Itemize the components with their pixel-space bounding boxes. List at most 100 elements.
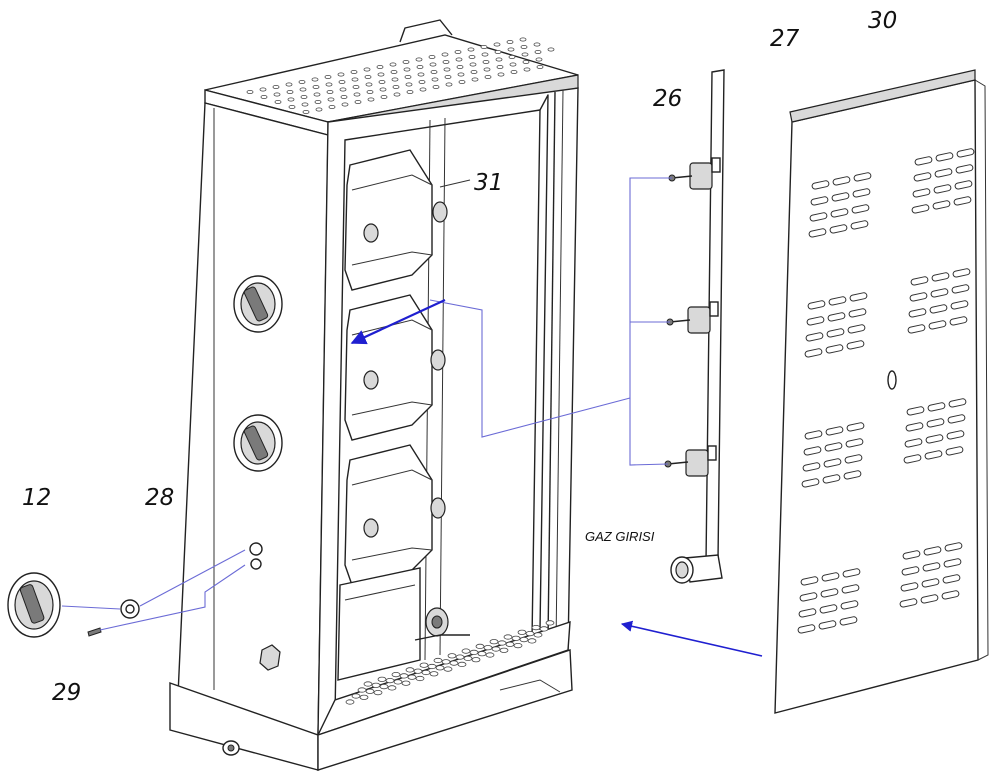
vent-slot (909, 292, 928, 302)
lid-hole (337, 72, 345, 77)
lid-hole (274, 100, 282, 105)
lid-hole (443, 67, 451, 72)
lid-hole (300, 95, 308, 100)
tray-hole (407, 674, 417, 680)
vent-slot (802, 462, 821, 472)
tray-hole (513, 642, 523, 649)
vent-slot (923, 546, 942, 556)
vent-slot (847, 324, 866, 334)
vent-slot (810, 196, 829, 206)
burner-bottom (344, 444, 446, 586)
lid-hole (389, 62, 397, 67)
lid-hole (419, 87, 427, 92)
callout-28: 28 (145, 485, 174, 511)
callout-26: 26 (653, 86, 682, 112)
lid-hole (416, 65, 424, 70)
tray-hole (427, 663, 437, 670)
lid-hole (432, 85, 440, 90)
tray-hole (359, 694, 369, 700)
tray-hole (477, 651, 487, 657)
lid-hole (273, 92, 281, 97)
tray-hole (371, 682, 381, 688)
tray-hole (545, 620, 555, 626)
tray-hole (345, 699, 355, 705)
vent-slot (934, 168, 953, 178)
lid-hole (286, 90, 294, 95)
tray-hole (503, 634, 513, 640)
lid-hole (429, 62, 437, 67)
tray-hole (505, 641, 515, 647)
tray-hole (357, 687, 367, 693)
lid-hole (519, 37, 527, 42)
tray-hole (373, 689, 383, 696)
vent-slot (929, 304, 948, 314)
lid-hole (454, 50, 462, 55)
tray-hole (405, 667, 415, 673)
lid-hole (415, 57, 423, 62)
vent-slot (928, 320, 947, 330)
lid-hole (469, 62, 477, 67)
vent-slot (952, 268, 971, 278)
lid-hole (430, 70, 438, 75)
vent-slot (950, 300, 969, 310)
vent-slot (819, 604, 838, 614)
tray-hole (471, 657, 481, 663)
tray-hole (379, 683, 389, 690)
lid-hole (483, 67, 491, 72)
vent-slot (902, 550, 921, 560)
lid-hole (363, 67, 371, 72)
lid-hole (313, 92, 321, 97)
vent-slot (905, 422, 924, 432)
vent-slot (945, 446, 964, 456)
lid-hole (431, 77, 439, 82)
lid-hole (299, 87, 307, 92)
leader-31 (439, 179, 471, 188)
lid-hole (534, 50, 542, 55)
vent-slot (827, 312, 846, 322)
lid-hole (325, 82, 333, 87)
vent-slot (824, 442, 843, 452)
lid-hole (392, 85, 400, 90)
tray-hole (435, 665, 445, 671)
burner-stack (337, 149, 470, 681)
lid-hole (445, 82, 453, 87)
vent-slot (803, 446, 822, 456)
tray-hole (457, 661, 467, 668)
lid-hole (315, 107, 323, 112)
lid-hole (455, 57, 463, 62)
vent-slot (841, 584, 860, 594)
vent-slot (825, 426, 844, 436)
lid-hole (458, 80, 466, 85)
vent-slot (924, 450, 943, 460)
lid-hole (441, 52, 449, 57)
burner-top (344, 149, 448, 291)
lid-hole (376, 65, 384, 70)
vent-slot (846, 422, 865, 432)
tray-hole (517, 629, 527, 635)
vent-slot (826, 328, 845, 338)
tray-hole (363, 681, 373, 687)
lid-hole (351, 77, 359, 82)
vent-slot (946, 430, 965, 440)
tray-hole (393, 679, 403, 685)
vent-slot (931, 272, 950, 282)
lid-hole (402, 60, 410, 65)
lid-hole (535, 57, 543, 62)
vent-slot (951, 284, 970, 294)
vent-slot (920, 594, 939, 604)
vent-slot (954, 180, 973, 190)
lid-hole (353, 92, 361, 97)
tray-hole (469, 649, 479, 656)
vent-slot (910, 276, 929, 286)
vent-slot (801, 478, 820, 488)
lid-hole (496, 65, 504, 70)
lid-hole (482, 60, 490, 65)
tray-hole (365, 688, 375, 694)
lid-hole (520, 45, 528, 50)
tray-hole (415, 675, 425, 682)
vent-slot (907, 324, 926, 334)
vent-slot (906, 406, 925, 416)
vent-slot (798, 608, 817, 618)
lid-hole (509, 62, 517, 67)
lid-hole (285, 82, 293, 87)
